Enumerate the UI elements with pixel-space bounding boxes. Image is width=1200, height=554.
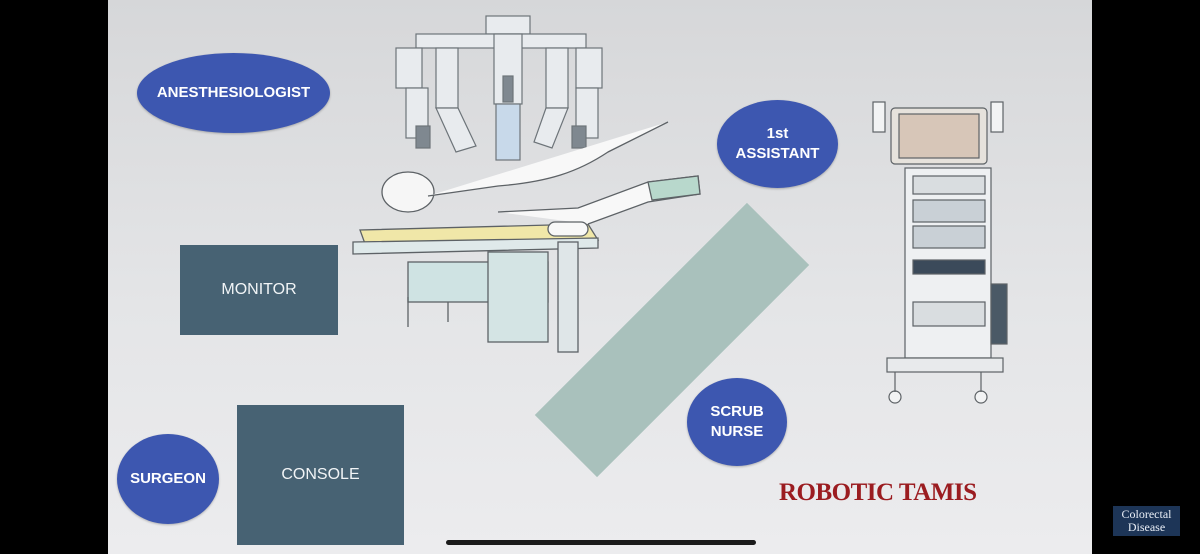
first-assistant-label-line2: ASSISTANT: [735, 145, 820, 162]
monitor-box: MONITOR: [180, 245, 338, 335]
console-box: CONSOLE: [237, 405, 404, 545]
logo-line1: Colorectal: [1121, 507, 1172, 521]
scrub-nurse-label-line2: NURSE: [710, 423, 764, 440]
logo-line2: Disease: [1127, 520, 1166, 534]
monitor-label: MONITOR: [221, 281, 297, 298]
first-assistant-oval: 1st ASSISTANT: [717, 100, 838, 188]
endoscopy-tower-icon: [872, 101, 1008, 404]
scrub-nurse-label-line1: SCRUB: [710, 403, 764, 420]
journal-logo: Colorectal Disease: [1113, 506, 1180, 536]
console-label: CONSOLE: [281, 466, 360, 483]
first-assistant-label-line1: 1st: [766, 125, 789, 142]
diagram-title: ROBOTIC TAMIS: [779, 479, 977, 506]
scrub-nurse-oval: SCRUB NURSE: [687, 378, 787, 466]
patient-on-table-icon: [352, 121, 701, 353]
surgeon-label: SURGEON: [130, 470, 206, 487]
surgical-robot-icon: [395, 15, 603, 161]
surgeon-oval: SURGEON: [117, 434, 219, 524]
anesthesiologist-label: ANESTHESIOLOGIST: [156, 84, 311, 101]
diagram-slide: ANESTHESIOLOGIST 1st ASSISTANT SCRUB NUR…: [108, 0, 1092, 554]
home-indicator[interactable]: [446, 540, 756, 545]
anesthesiologist-oval: ANESTHESIOLOGIST: [137, 53, 330, 133]
